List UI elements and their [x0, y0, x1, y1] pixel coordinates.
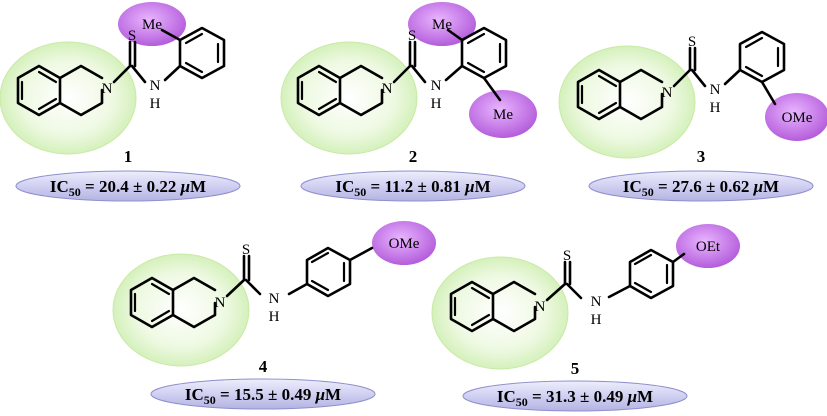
compound-number: 1	[124, 147, 133, 166]
methyl-highlight	[469, 90, 537, 138]
nh-n-atom: N	[710, 82, 721, 98]
nh-h-atom: H	[591, 312, 602, 328]
s-atom: S	[242, 242, 250, 258]
ic50-badge: IC50 = 15.5 ± 0.49 μM	[150, 378, 376, 410]
compound-number: 2	[409, 147, 418, 166]
ic50-text: IC50 = 15.5 ± 0.49 μM	[185, 385, 341, 407]
methoxy-highlight	[765, 93, 827, 141]
compound-number: 5	[571, 359, 580, 378]
tetrahydroisoquinoline-highlight	[558, 45, 696, 159]
tetrahydroisoquinoline-highlight	[0, 41, 137, 155]
s-atom: S	[563, 248, 571, 264]
tetrahydroisoquinoline-highlight	[112, 253, 250, 367]
compound-3: N S N H OMe 3 IC50 = 27.6 ± 0.62 μM	[558, 30, 827, 202]
ic50-badge: IC50 = 31.3 ± 0.49 μM	[462, 380, 688, 412]
tetrahydroisoquinoline-highlight	[280, 41, 418, 155]
nh-n-atom: N	[150, 78, 161, 94]
nh-n-atom: N	[269, 291, 280, 307]
n-atom: N	[215, 295, 226, 311]
ic50-text: IC50 = 20.4 ± 0.22 μM	[50, 177, 206, 199]
nh-h-atom: H	[431, 96, 442, 112]
structure-2	[296, 26, 508, 117]
structure-3	[576, 30, 786, 121]
structure-1	[16, 26, 226, 117]
compound-number: 3	[697, 147, 706, 166]
nh-h-atom: H	[150, 96, 161, 112]
substituent-label: Me	[142, 17, 162, 33]
ic50-text: IC50 = 27.6 ± 0.62 μM	[623, 177, 779, 199]
nh-h-atom: H	[269, 309, 280, 325]
tetrahydroisoquinoline-highlight	[431, 256, 569, 370]
substituent-label: Me	[493, 107, 513, 123]
methyl-highlight	[408, 2, 476, 46]
s-atom: S	[688, 34, 696, 50]
nh-n-atom: N	[591, 294, 602, 310]
compound-1: N S N H Me 1 IC50 = 20.4 ± 0.22 μM	[0, 2, 241, 202]
n-atom: N	[535, 299, 546, 315]
compound-5: N S N H OEt 5 IC50 = 31.3 ± 0.49 μM	[431, 224, 740, 412]
structure-5	[449, 248, 686, 333]
compound-2: N S N H Me Me 2 IC50 = 11.2 ± 0.81 μM	[280, 2, 537, 202]
nh-n-atom: N	[431, 78, 442, 94]
ic50-text: IC50 = 11.2 ± 0.81 μM	[335, 177, 490, 199]
ic50-badge: IC50 = 20.4 ± 0.22 μM	[15, 170, 241, 202]
ic50-text: IC50 = 31.3 ± 0.49 μM	[497, 387, 653, 409]
substituent-label: OEt	[696, 239, 721, 255]
ic50-badge: IC50 = 11.2 ± 0.81 μM	[300, 170, 526, 202]
structure-4	[129, 246, 374, 329]
nh-h-atom: H	[710, 100, 721, 116]
methoxy-highlight	[372, 221, 436, 265]
compound-number: 4	[259, 357, 268, 376]
substituent-label: OMe	[389, 236, 420, 252]
compound-4: N S N H OMe 4 IC50 = 15.5 ± 0.49 μM	[112, 221, 436, 410]
n-atom: N	[382, 81, 393, 97]
n-atom: N	[662, 85, 673, 101]
substituent-label: OMe	[782, 110, 813, 126]
substituent-label: Me	[432, 17, 452, 33]
s-atom: S	[408, 28, 416, 44]
n-atom: N	[102, 81, 113, 97]
ethoxy-highlight	[676, 224, 740, 268]
s-atom: S	[128, 28, 136, 44]
ic50-badge: IC50 = 27.6 ± 0.62 μM	[588, 170, 814, 202]
